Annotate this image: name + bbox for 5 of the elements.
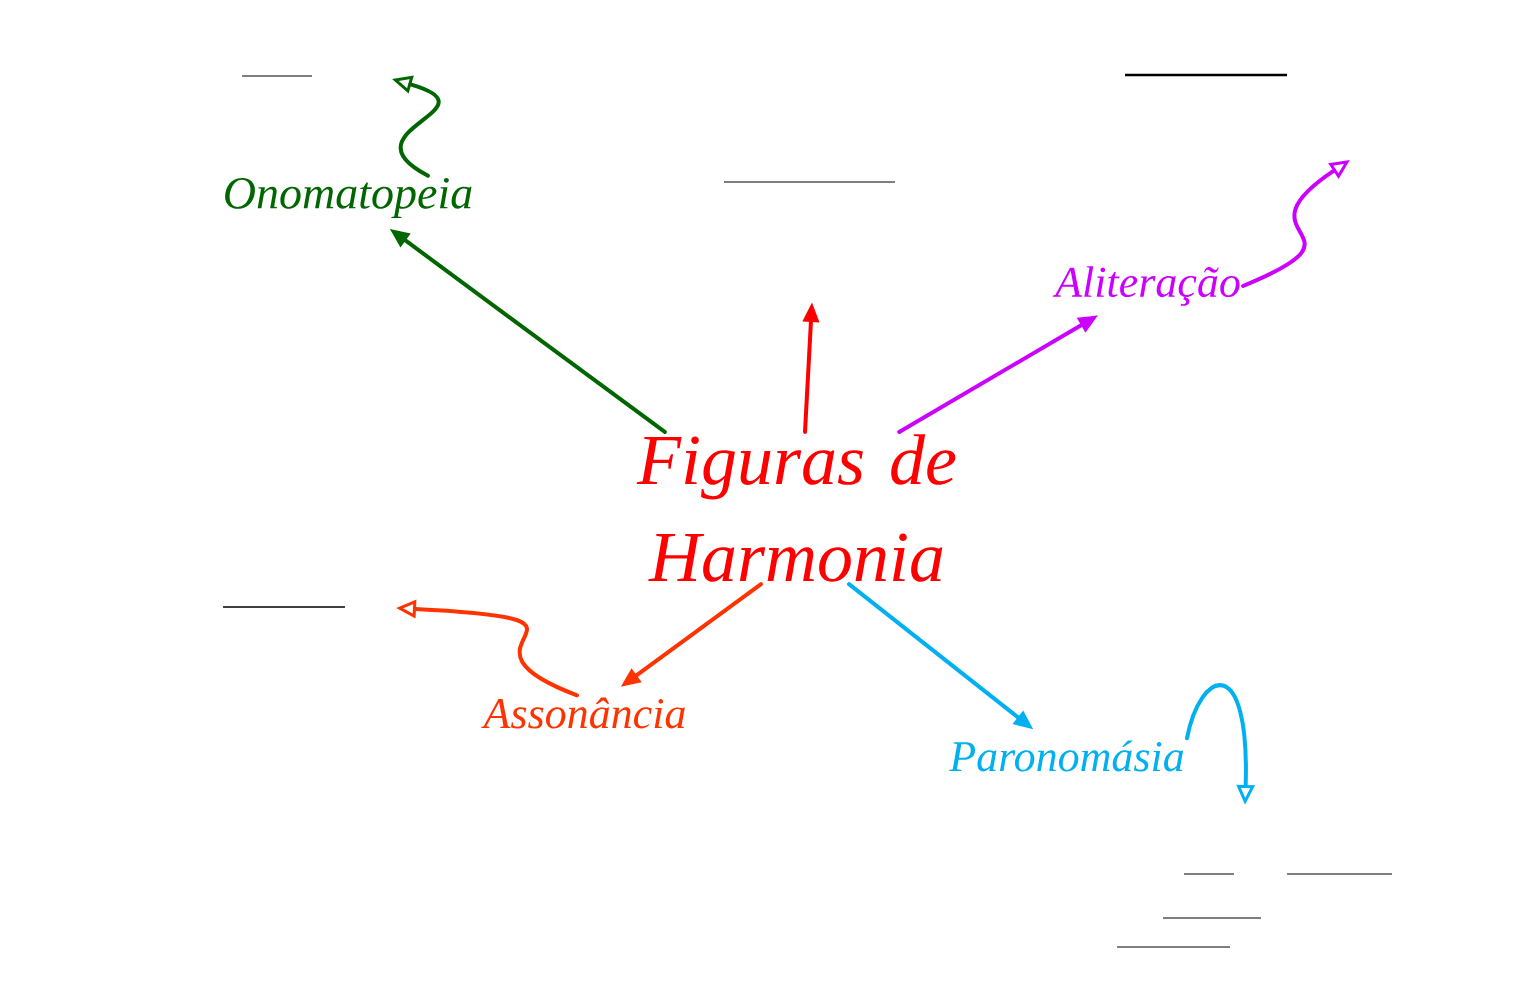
topic-label: Aliteração: [1052, 266, 1240, 306]
central-topic: Figuras de Harmonia: [636, 434, 956, 582]
topic-label: Assonância: [481, 697, 685, 729]
topic-label: Paronomásia: [949, 740, 1184, 772]
topic-label: Onomatopeia: [225, 177, 472, 219]
